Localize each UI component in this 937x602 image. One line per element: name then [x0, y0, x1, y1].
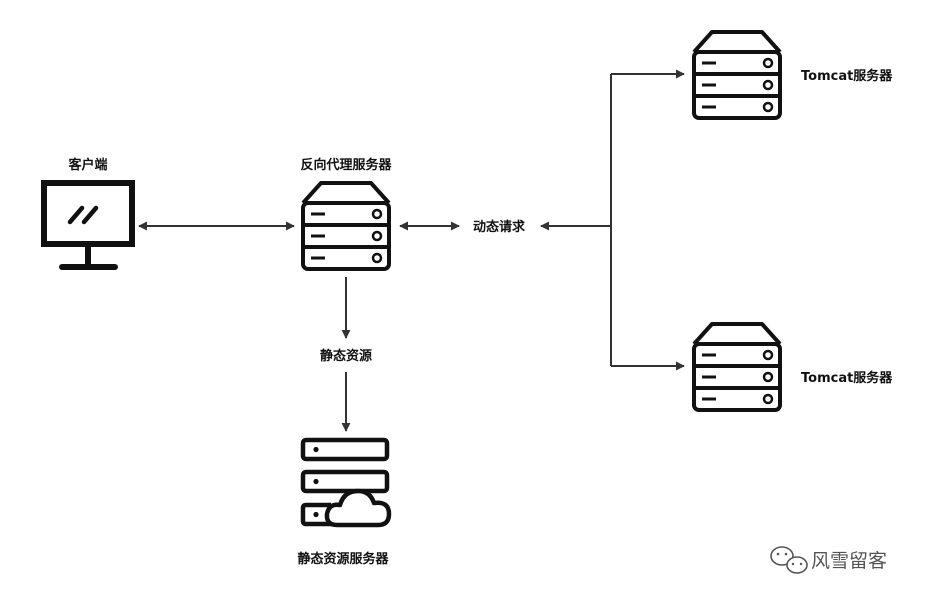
server-icon: [692, 322, 782, 412]
cloud-server-icon: [300, 437, 392, 528]
static-server-label: 静态资源服务器: [297, 551, 389, 567]
client-node: 客户端: [41, 157, 135, 270]
static-server-node: 静态资源服务器: [297, 437, 392, 567]
connectors: [138, 69, 685, 432]
server-icon: [692, 30, 782, 120]
static-resources-label: 静态资源: [320, 348, 372, 364]
watermark-text: 风雪留客: [811, 550, 887, 572]
proxy-node: 反向代理服务器: [300, 157, 392, 271]
tomcat-top-label: Tomcat服务器: [801, 68, 893, 84]
server-icon: [301, 181, 391, 271]
client-label: 客户端: [68, 157, 107, 173]
tomcat-bottom-label: Tomcat服务器: [801, 370, 893, 386]
tomcat-bottom-node: Tomcat服务器: [692, 322, 893, 412]
watermark: 风雪留客: [770, 546, 887, 574]
monitor-icon: [41, 180, 135, 270]
proxy-label: 反向代理服务器: [300, 157, 392, 173]
tomcat-top-node: Tomcat服务器: [692, 30, 893, 120]
dynamic-request-label: 动态请求: [473, 219, 526, 235]
wechat-icon: [770, 546, 808, 574]
